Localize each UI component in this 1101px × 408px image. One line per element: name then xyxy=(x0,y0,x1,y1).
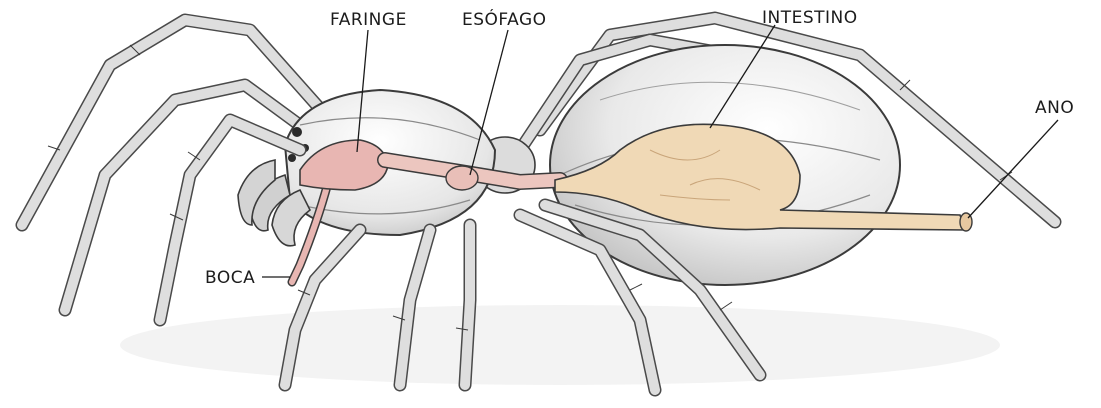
label-ano: ANO xyxy=(1035,98,1074,118)
esophagus-bulge xyxy=(446,166,478,190)
label-boca: BOCA xyxy=(205,268,255,288)
ground-shadow xyxy=(120,305,1000,385)
label-faringe: FARINGE xyxy=(330,10,407,30)
label-esofago: ESÓFAGO xyxy=(462,8,547,30)
label-intestino: INTESTINO xyxy=(762,8,858,28)
